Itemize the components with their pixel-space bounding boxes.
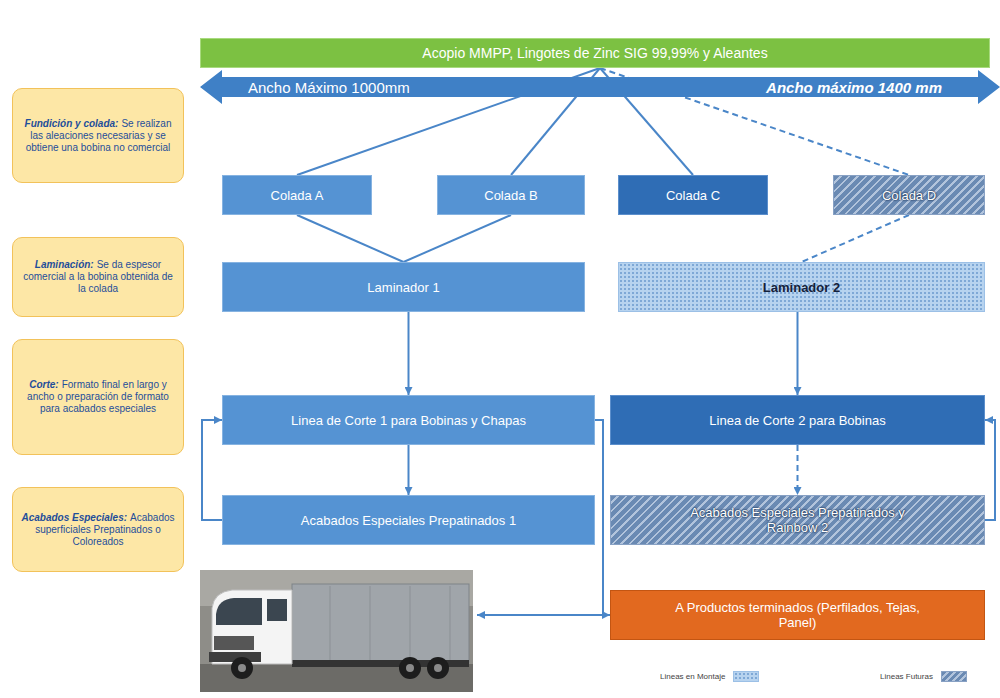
connector: [408, 445, 410, 495]
truck-hub: [434, 664, 442, 672]
text-wrap: Colada C: [666, 188, 720, 203]
note-heading: Corte:: [29, 379, 58, 390]
connector: [985, 420, 995, 520]
connector: [797, 445, 799, 495]
legend-item: Lineas Futuras: [880, 671, 967, 682]
process-box: Linea de Corte 1 para Bobinas y Chapas: [222, 395, 595, 445]
process-box: Laminador 1: [222, 262, 585, 312]
legend-swatch: [733, 671, 759, 682]
trailer-seam: [450, 586, 451, 660]
truck-window: [267, 599, 287, 621]
box-label: Linea de Corte 1 para Bobinas y Chapas: [291, 413, 526, 428]
text-wrap: Linea de Corte 1 para Bobinas y Chapas: [291, 413, 526, 428]
truck-hub: [238, 664, 246, 672]
text-wrap: Acabados Especiales:Acabados superficial…: [21, 512, 175, 548]
connector: [404, 215, 512, 262]
box-label: Acabados Especiales Prepatinados 1: [301, 513, 516, 528]
truck-wheel: [231, 657, 253, 679]
box-label: Linea de Corte 2 para Bobinas: [709, 413, 885, 428]
legend-swatch: [941, 671, 967, 682]
connector: [202, 420, 222, 520]
truck-trailer: [292, 584, 469, 662]
text-wrap: Corte:Formato final en largo y ancho o p…: [21, 379, 175, 415]
note-heading: Fundición y colada:: [25, 118, 119, 129]
text-wrap: Colada A: [271, 188, 324, 203]
truck-wheel: [399, 657, 421, 679]
photo-wall: [200, 570, 473, 692]
text-wrap: Linea de Corte 2 para Bobinas: [709, 413, 885, 428]
note-box: Laminación:Se da espesor comercial a la …: [12, 237, 184, 317]
legend-item: Lineas en Montaje: [660, 671, 759, 682]
process-box: Colada A: [222, 175, 372, 215]
box-label: A Productos terminados (Perfilados, Teja…: [675, 600, 920, 630]
note-heading: Acabados Especiales:: [21, 512, 127, 523]
trailer-seam: [330, 586, 331, 660]
trailer-seam: [410, 586, 411, 660]
box-label: Laminador 1: [367, 280, 439, 295]
text-wrap: Acabados Especiales Prepatinados y Rainb…: [675, 505, 920, 535]
text-wrap: Ancho Máximo 1000mm Ancho máximo 1400 mm: [200, 79, 1000, 96]
text-wrap: Laminación:Se da espesor comercial a la …: [21, 259, 175, 295]
box-label: Colada C: [666, 188, 720, 203]
box-label: Colada B: [484, 188, 537, 203]
connector: [802, 215, 910, 262]
box-label: Laminador 2: [763, 280, 840, 295]
box-label: Acopio MMPP, Lingotes de Zinc SIG 99,99%…: [422, 45, 767, 61]
band-label: Ancho máximo 1400 mm: [766, 79, 942, 96]
text-wrap: Fundición y colada:Se realizan las aleac…: [21, 118, 175, 154]
box-label: Colada A: [271, 188, 324, 203]
note-box: Fundición y colada:Se realizan las aleac…: [12, 88, 184, 183]
process-box: Linea de Corte 2 para Bobinas: [610, 395, 985, 445]
box-label: Colada D: [882, 188, 936, 203]
text-wrap: Laminador 1: [367, 280, 439, 295]
box-label: Acabados Especiales Prepatinados y Rainb…: [690, 505, 905, 535]
note-box: Corte:Formato final en largo y ancho o p…: [12, 339, 184, 455]
legend-label: Lineas Futuras: [880, 672, 933, 681]
connector: [297, 215, 404, 262]
text-wrap: Laminador 2: [763, 280, 840, 295]
note-heading: Laminación:: [35, 259, 94, 270]
text-wrap: A Productos terminados (Perfilados, Teja…: [655, 600, 940, 630]
band-label: Ancho Máximo 1000mm: [248, 79, 410, 96]
truck-photo: [200, 570, 473, 692]
truck-hub: [406, 664, 414, 672]
text-wrap: Acopio MMPP, Lingotes de Zinc SIG 99,99%…: [422, 45, 767, 61]
truck-wheel: [427, 657, 449, 679]
double-arrow: [200, 70, 1000, 104]
text-wrap: Acabados Especiales Prepatinados 1: [301, 513, 516, 528]
connector: [408, 312, 410, 395]
process-box: Acabados Especiales Prepatinados 1: [222, 495, 595, 545]
assembly-box: Laminador 2: [618, 262, 985, 312]
truck-windshield: [216, 598, 262, 625]
source-box: Acopio MMPP, Lingotes de Zinc SIG 99,99%…: [200, 38, 990, 68]
future-box: Acabados Especiales Prepatinados y Rainb…: [610, 495, 985, 545]
process-box: Colada C: [618, 175, 768, 215]
connector: [797, 312, 799, 395]
text-wrap: Colada B: [484, 188, 537, 203]
legend-label: Lineas en Montaje: [660, 672, 725, 681]
truck-grille: [214, 636, 254, 650]
future-box: Colada D: [833, 175, 985, 215]
connector: [595, 420, 610, 615]
process-box: Colada B: [437, 175, 585, 215]
shipping-arrow: [477, 614, 603, 616]
text-wrap: Colada D: [882, 188, 936, 203]
width-band: Ancho Máximo 1000mm Ancho máximo 1400 mm: [200, 70, 1000, 104]
note-box: Acabados Especiales:Acabados superficial…: [12, 487, 184, 572]
product-box: A Productos terminados (Perfilados, Teja…: [610, 590, 985, 640]
trailer-seam: [370, 586, 371, 660]
